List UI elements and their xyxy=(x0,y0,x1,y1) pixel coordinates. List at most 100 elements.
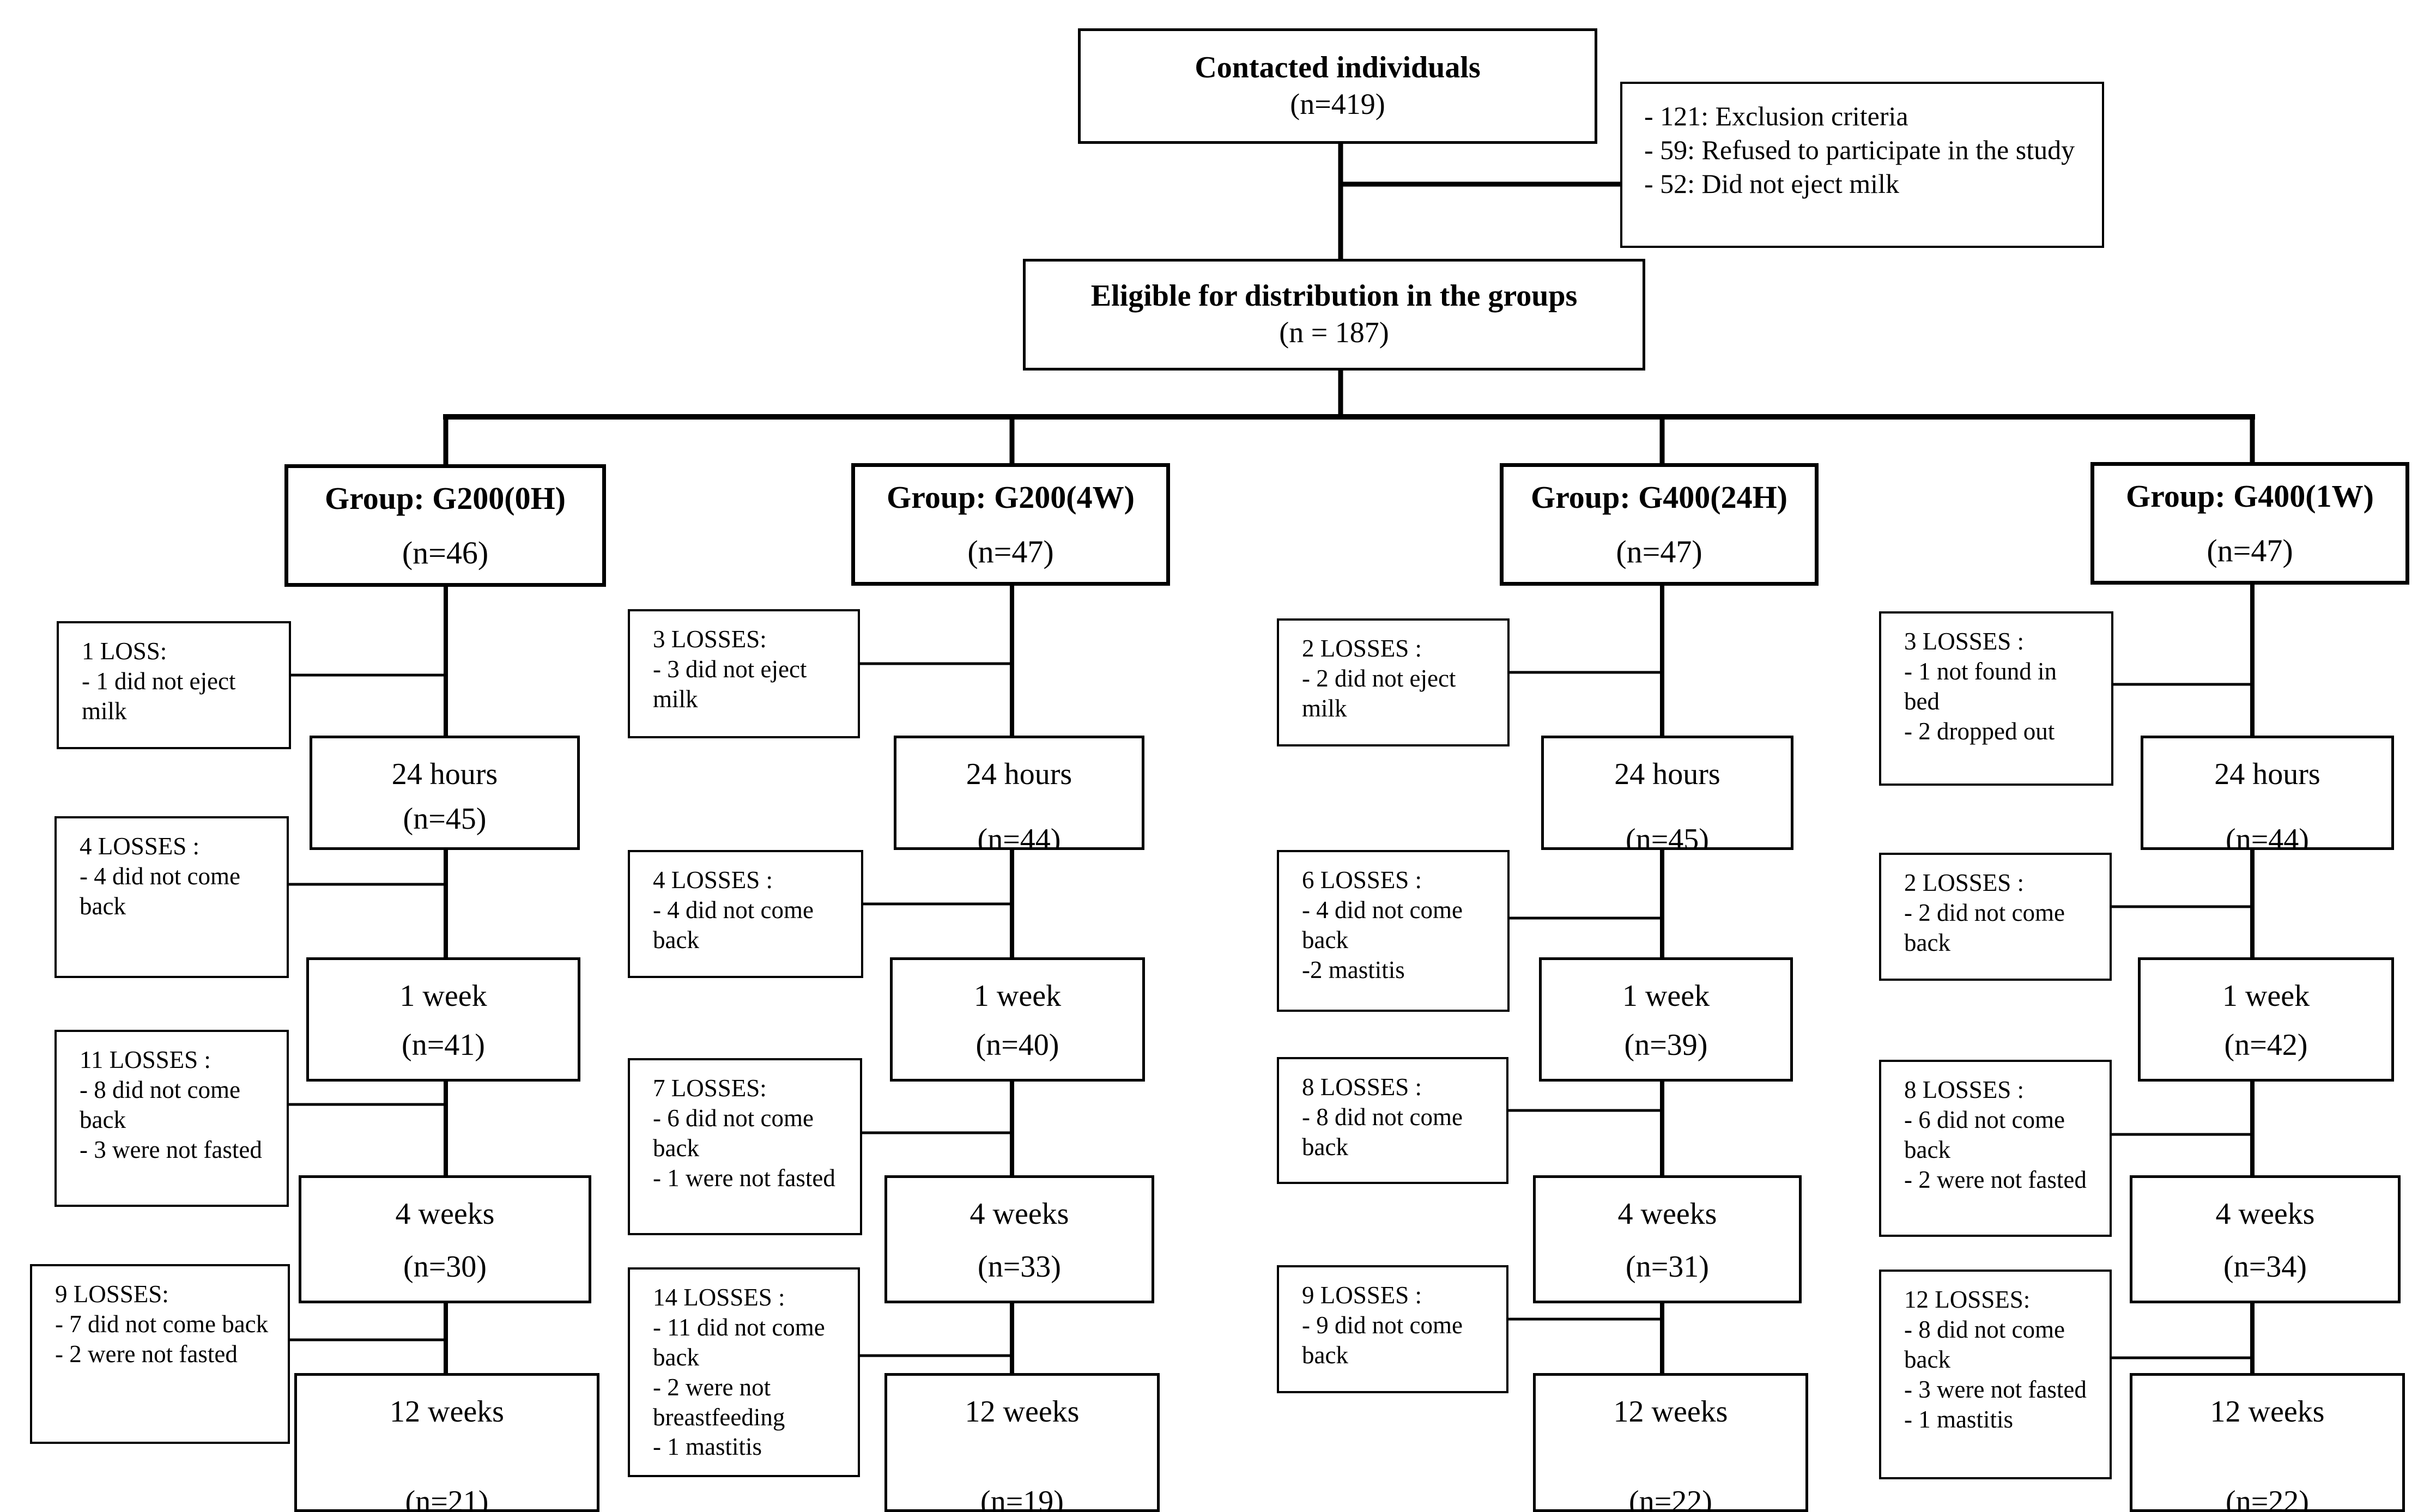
timepoint-count: (n=30) xyxy=(403,1250,487,1284)
loss-title: 9 LOSSES: xyxy=(55,1280,169,1308)
loss-reason: - 8 did not come back xyxy=(1904,1315,2065,1373)
loss-reason: - 1 did not eject milk xyxy=(82,667,236,725)
loss-note: 8 LOSSES :- 6 did not come back- 2 were … xyxy=(1879,1060,2112,1237)
loss-reason: - 7 did not come back xyxy=(55,1310,269,1338)
timepoint-label: 1 week xyxy=(399,979,487,1013)
loss-reason: - 2 were not fasted xyxy=(55,1340,238,1368)
exclusion-item: - 59: Refused to participate in the stud… xyxy=(1644,135,2075,165)
loss-note: 4 LOSSES :- 4 did not come back xyxy=(628,850,863,978)
timepoint-count: (n=44) xyxy=(2226,823,2309,850)
loss-title: 8 LOSSES : xyxy=(1302,1073,1422,1101)
loss-title: 3 LOSSES : xyxy=(1904,628,2025,655)
eligible-count: (n = 187) xyxy=(1279,316,1389,349)
loss-title: 2 LOSSES : xyxy=(1302,635,1422,662)
timepoint-box: 1 week(n=39) xyxy=(1539,957,1793,1082)
group-box: Group: G400(1W)(n=47) xyxy=(2090,462,2409,585)
loss-reason: - 8 did not come back xyxy=(1302,1103,1463,1161)
timepoint-label: 24 hours xyxy=(1614,757,1720,791)
timepoint-label: 12 weeks xyxy=(965,1395,1080,1429)
loss-reason: - 4 did not come back xyxy=(653,896,814,954)
exclusion-item: - 121: Exclusion criteria xyxy=(1644,101,1908,131)
group-box: Group: G200(0H)(n=46) xyxy=(284,464,606,587)
loss-note: 11 LOSSES :- 8 did not come back- 3 were… xyxy=(54,1030,289,1207)
loss-note: 3 LOSSES :- 1 not found in bed- 2 droppe… xyxy=(1879,611,2113,786)
timepoint-box: 12 weeks (n=19) xyxy=(884,1373,1160,1512)
loss-reason: - 6 did not come back xyxy=(653,1104,814,1162)
timepoint-label: 24 hours xyxy=(391,757,498,791)
loss-note: 7 LOSSES:- 6 did not come back- 1 were n… xyxy=(628,1058,862,1235)
timepoint-count: (n=41) xyxy=(402,1028,485,1062)
loss-reason: - 3 did not eject milk xyxy=(653,655,807,713)
loss-title: 6 LOSSES : xyxy=(1302,866,1422,894)
contacted-count: (n=419) xyxy=(1290,87,1385,120)
group-title: Group: G200(4W) xyxy=(887,479,1135,515)
loss-reason: - 6 did not come back xyxy=(1904,1106,2065,1163)
timepoint-box: 4 weeks(n=30) xyxy=(299,1175,591,1303)
loss-reason: - 8 did not come back xyxy=(80,1076,240,1133)
timepoint-label: 12 weeks xyxy=(1613,1395,1728,1429)
group-box: Group: G200(4W) (n=47) xyxy=(851,463,1170,586)
timepoint-count: (n=19) xyxy=(980,1485,1064,1512)
group-count: (n=47) xyxy=(1616,533,1702,569)
contacted-title: Contacted individuals xyxy=(1195,50,1481,84)
loss-title: 3 LOSSES: xyxy=(653,626,767,653)
loss-reason: - 1 mastitis xyxy=(1904,1405,2013,1433)
loss-title: 12 LOSSES: xyxy=(1904,1286,2031,1313)
exclusion-note: - 121: Exclusion criteria - 59: Refused … xyxy=(1620,82,2104,248)
timepoint-label: 4 weeks xyxy=(1617,1197,1717,1231)
loss-reason: - 1 not found in bed xyxy=(1904,657,2057,715)
loss-reason: - 4 did not come back xyxy=(80,862,240,920)
loss-title: 2 LOSSES : xyxy=(1904,869,2025,896)
group-count: (n=47) xyxy=(967,533,1054,569)
group-title: Group: G400(24H) xyxy=(1531,479,1787,515)
loss-title: 8 LOSSES : xyxy=(1904,1076,2025,1103)
timepoint-box: 24 hours (n=44) xyxy=(2141,736,2394,850)
loss-note: 8 LOSSES :- 8 did not come back xyxy=(1277,1057,1508,1184)
loss-reason: - 2 did not come back xyxy=(1904,898,2065,956)
loss-reason: - 2 were not breastfeeding xyxy=(653,1373,785,1431)
contacted-box: Contacted individuals (n=419) xyxy=(1078,28,1597,144)
timepoint-label: 12 weeks xyxy=(390,1395,504,1429)
timepoint-count: (n=40) xyxy=(975,1028,1059,1062)
loss-note: 14 LOSSES :- 11 did not come back- 2 wer… xyxy=(628,1267,860,1477)
timepoint-count: (n=33) xyxy=(978,1250,1061,1284)
timepoint-box: 24 hours (n=45) xyxy=(310,736,580,850)
timepoint-label: 1 week xyxy=(973,979,1062,1013)
timepoint-count: (n=42) xyxy=(2224,1028,2308,1062)
timepoint-count: (n=39) xyxy=(1624,1028,1708,1062)
timepoint-label: 24 hours xyxy=(2214,757,2320,791)
loss-reason: - 1 mastitis xyxy=(653,1433,762,1461)
timepoint-box: 24 hours (n=44) xyxy=(894,736,1144,850)
group-title: Group: G200(0H) xyxy=(325,480,566,516)
group-title: Group: G400(1W) xyxy=(2126,478,2374,514)
loss-note: 9 LOSSES :- 9 did not come back xyxy=(1277,1265,1508,1393)
loss-note: 2 LOSSES :- 2 did not come back xyxy=(1879,853,2112,981)
timepoint-box: 4 weeks (n=31) xyxy=(1533,1175,1802,1303)
timepoint-count: (n=22) xyxy=(1629,1485,1712,1512)
loss-note: 1 LOSS:- 1 did not eject milk xyxy=(57,621,291,749)
loss-note: 2 LOSSES :- 2 did not eject milk xyxy=(1277,618,1510,746)
loss-title: 4 LOSSES : xyxy=(80,833,200,860)
timepoint-count: (n=45) xyxy=(403,802,487,836)
timepoint-label: 1 week xyxy=(2222,979,2310,1013)
loss-note: 12 LOSSES:- 8 did not come back- 3 were … xyxy=(1879,1270,2112,1479)
loss-reason: - 9 did not come back xyxy=(1302,1311,1463,1369)
timepoint-label: 4 weeks xyxy=(2215,1197,2315,1231)
timepoint-box: 1 week (n=42) xyxy=(2138,957,2394,1082)
timepoint-box: 12 weeks (n=22) xyxy=(1533,1373,1808,1512)
loss-title: 14 LOSSES : xyxy=(653,1284,785,1311)
loss-title: 7 LOSSES: xyxy=(653,1074,767,1102)
loss-reason: - 3 were not fasted xyxy=(80,1135,262,1163)
timepoint-label: 4 weeks xyxy=(969,1197,1069,1231)
timepoint-count: (n=31) xyxy=(1626,1250,1709,1284)
loss-reason: - 2 did not eject milk xyxy=(1302,664,1456,722)
eligible-title: Eligible for distribution in the groups xyxy=(1090,279,1578,313)
timepoint-count: (n=22) xyxy=(2226,1485,2309,1512)
timepoint-label: 12 weeks xyxy=(2210,1395,2325,1429)
loss-reason: - 2 dropped out xyxy=(1904,717,2055,745)
timepoint-count: (n=44) xyxy=(977,823,1061,850)
timepoint-box: 4 weeks (n=33) xyxy=(884,1175,1154,1303)
loss-note: 6 LOSSES :- 4 did not come back-2 mastit… xyxy=(1277,850,1510,1012)
timepoint-label: 24 hours xyxy=(966,757,1072,791)
loss-reason: - 3 were not fasted xyxy=(1904,1375,2087,1403)
